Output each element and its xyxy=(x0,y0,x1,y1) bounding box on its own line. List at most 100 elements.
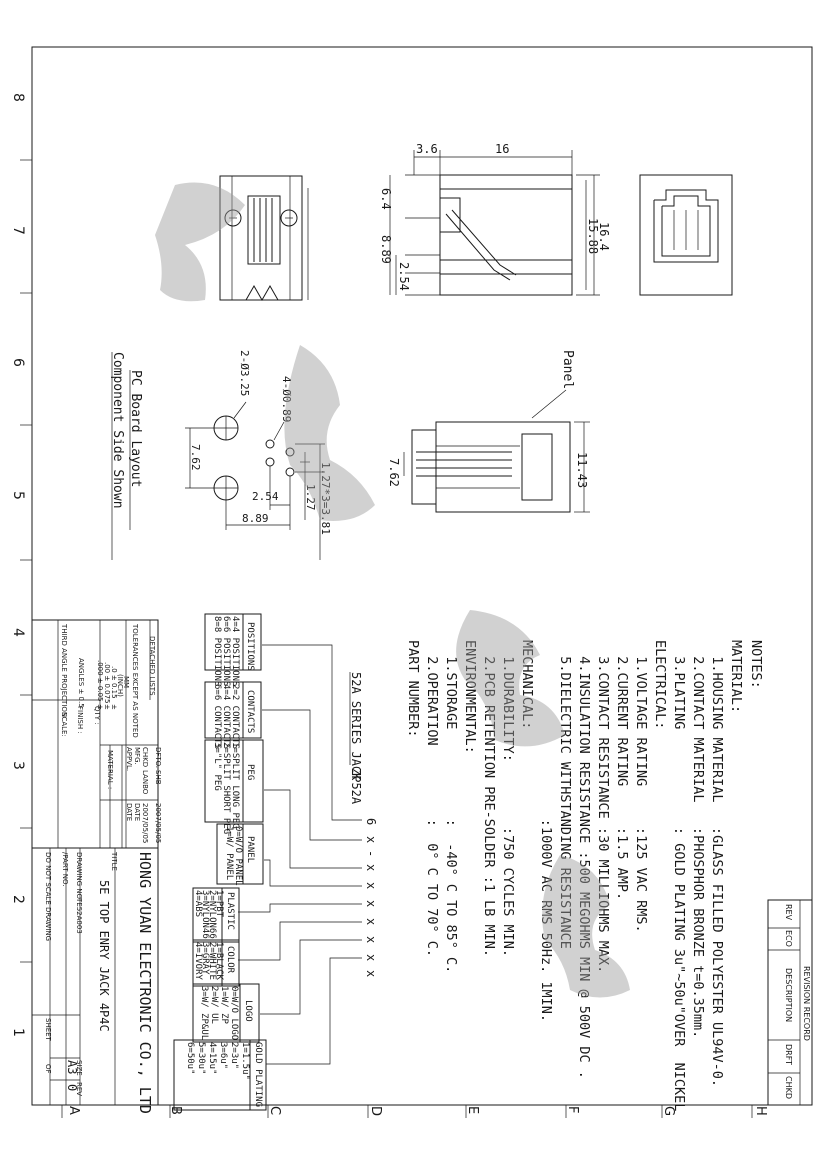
contacts-row-2: 4=4 CONTACTS xyxy=(221,684,231,749)
option-table-color: COLOR 1=BLACK 2=WHITE 3=GRAY 4=IVORY xyxy=(192,939,240,987)
tol-row-1: .0 ± 0.15 xyxy=(110,666,118,699)
drawing-no-label: DRAWING NO xyxy=(75,852,83,899)
sheet-label: SHEET xyxy=(44,1018,52,1042)
date-label-appvl: DATE xyxy=(125,803,133,821)
notes-line-7: 2.CURRENT RATING :1.5 AMP. xyxy=(614,640,630,900)
color-title: COLOR xyxy=(225,946,235,974)
zone-c: C xyxy=(267,1106,282,1115)
positions-row-2: 6=6 POSITIONS xyxy=(221,616,231,686)
zone-7: 7 xyxy=(10,226,26,235)
option-table-peg: PEG 1=SPLIT LONG PEG 2=SPLIT SHORT PEG 3… xyxy=(204,739,264,834)
tol-inch: (INCH) xyxy=(116,674,124,697)
gold-row-3: 3=6u" xyxy=(218,1042,228,1069)
option-table-positions: POSITIONS 4=4 POSITIONS 6=6 POSITIONS 8=… xyxy=(204,613,262,686)
positions-row-1: 4=4 POSITIONS xyxy=(230,616,240,686)
end-view-drawing xyxy=(639,174,733,296)
zone-col-letters: A B C D E F G H xyxy=(66,1106,768,1116)
dim-8-89: 8.89 xyxy=(379,235,393,264)
logo-row-1: 0=W/O LOGO xyxy=(229,986,239,1040)
pcb-layout-title: PC Board Layout Component Side Shown xyxy=(110,352,143,560)
appvl-label: APPVL. xyxy=(125,747,133,771)
part-number-code: 52A SERIES JACK ZP52A 6 x - x x x x x x … xyxy=(349,672,378,977)
rev-label: REV xyxy=(75,1082,83,1096)
chkd-header: CHKD xyxy=(784,1076,793,1099)
tolerances-label: TOLERANCES EXCEPT AS NOTED xyxy=(131,623,139,738)
angles: ANGLES ± 0.5 xyxy=(77,658,85,708)
logo-row-2: 1=W/ ZP xyxy=(219,986,229,1025)
tol-inch-1: ± xyxy=(110,704,118,710)
part-field-5: x xyxy=(364,882,378,889)
watermark-decorative xyxy=(155,182,630,998)
plastic-row-1: 1=PBT xyxy=(214,890,224,918)
notes-line-14: 2.PCB RETENTION PRE-SOLDER :1 LB MIN. xyxy=(481,640,497,957)
bottom-view-dims: Panel 7.62 11.43 xyxy=(387,350,589,488)
notes-line-16: 1.STORAGE : -40° C TO 85° C. xyxy=(443,640,459,973)
zone-f: F xyxy=(565,1106,580,1113)
peg-row-3: 3="L" PEG xyxy=(212,742,222,791)
panel-label: Panel xyxy=(560,350,575,389)
panel-row-2: 1=W/ PANEL xyxy=(224,826,234,880)
rev-value: 0 xyxy=(65,1084,79,1091)
dim-7-62-pcb: 7.62 xyxy=(189,444,202,471)
pcb-layout-dims: 2-Ø3.25 4-Ø0.89 7.62 1.27 2.54 8.89 1.27… xyxy=(189,350,332,535)
contacts-title: CONTACTS xyxy=(245,690,255,733)
drawing-frame xyxy=(31,46,813,1106)
do-not-scale: DO NOT SCALE DRAWING xyxy=(44,852,52,941)
zone-h: H xyxy=(753,1106,768,1116)
gold-row-2: 2=3u" xyxy=(229,1042,239,1069)
dfto-label: DFTO. xyxy=(154,747,162,768)
date-value-2: 2007/05/05 xyxy=(141,803,149,843)
notes-line-10: 5.DIELECTRIC WITHSTANDING RESISTANCE xyxy=(557,640,573,949)
part-field-1: 6 xyxy=(364,818,378,825)
pcb-layout-title-line1: PC Board Layout xyxy=(128,370,143,487)
option-table-panel: PANEL 0=W/O PANEL 1=W/ PANEL xyxy=(216,823,264,886)
notes-line-6: 1.VOLTAGE RATING :125 VAC RMS. xyxy=(633,640,649,933)
revision-record: REVISION RECORD REV ECO DESCRIPTION DRFT… xyxy=(767,899,813,1106)
option-table-contacts: CONTACTS 2=2 CONTACTS 4=4 CONTACTS 6=6 C… xyxy=(204,681,262,749)
gold-row-4: 4=15u" xyxy=(207,1042,217,1075)
color-row-2: 2=WHITE xyxy=(207,942,217,980)
notes-heading: NOTES: xyxy=(748,640,764,689)
notes-line-17: 2.OPERATION : 0° C TO 70° C. xyxy=(424,640,440,957)
material-label: MATERIAL : xyxy=(106,750,114,789)
zone-6: 6 xyxy=(10,358,26,367)
part-field-3: - xyxy=(364,850,378,857)
dim-15-88: 15.88 xyxy=(586,218,600,254)
positions-row-3: 8=8 POSITIONS xyxy=(212,616,222,686)
title-block-text: DETACHED LISTS TOLERANCES EXCEPT AS NOTE… xyxy=(60,623,162,843)
tol-mm: MM xyxy=(122,676,130,688)
notes-line-4: 3.PLATING : GOLD PLATING 3u"~50u"OVER NI… xyxy=(671,640,687,1111)
dim-16-4: 16.4 xyxy=(597,222,611,251)
series-label: 52A SERIES JACK xyxy=(349,672,363,781)
contacts-row-1: 2=2 CONTACTS xyxy=(230,684,240,749)
part-field-4: x xyxy=(364,864,378,871)
part-field-9: x xyxy=(364,954,378,961)
gold-row-6: 6=50u" xyxy=(185,1042,195,1075)
logo-row-3: 2=W/ UL xyxy=(209,986,219,1024)
color-row-4: 4=IVORY xyxy=(193,942,203,981)
dim-2-54-pcb: 2.54 xyxy=(252,490,279,503)
color-row-3: 3=GRAY xyxy=(200,942,210,975)
dim-1-27: 1.27 xyxy=(304,484,317,511)
dim-7-62-bottom: 7.62 xyxy=(387,458,401,487)
part-field-7: x xyxy=(364,918,378,925)
rev-header: REV xyxy=(784,904,793,921)
chkd-value: LANBO xyxy=(141,770,149,795)
drawing-no: TE52A003 xyxy=(75,897,83,934)
notes-line-3: 2.CONTACT MATERIAL :PHOSPHOR BRONZE t=0.… xyxy=(690,640,706,1038)
panel-title: PANEL xyxy=(245,836,255,863)
qty-label: QTY : xyxy=(93,706,101,725)
part-field-6: x xyxy=(364,900,378,907)
size-value: A3 xyxy=(65,1060,79,1074)
peg-row-2: 2=SPLIT SHORT PEG xyxy=(221,742,231,834)
logo-row-4: 3=W/ ZP&UL xyxy=(199,986,209,1040)
drft-header: DRFT xyxy=(784,1044,793,1065)
zone-d: D xyxy=(368,1106,383,1116)
pcb-layout-drawing xyxy=(185,401,325,560)
part-no-label: /PART NO. xyxy=(61,852,69,886)
notes-line-5: ELECTRICAL: xyxy=(652,640,668,729)
option-leaders xyxy=(238,644,362,1065)
dim-4-dia-0-89: 4-Ø0.89 xyxy=(280,376,293,422)
tol-row-3: .000 ± 0.05 xyxy=(96,660,104,702)
